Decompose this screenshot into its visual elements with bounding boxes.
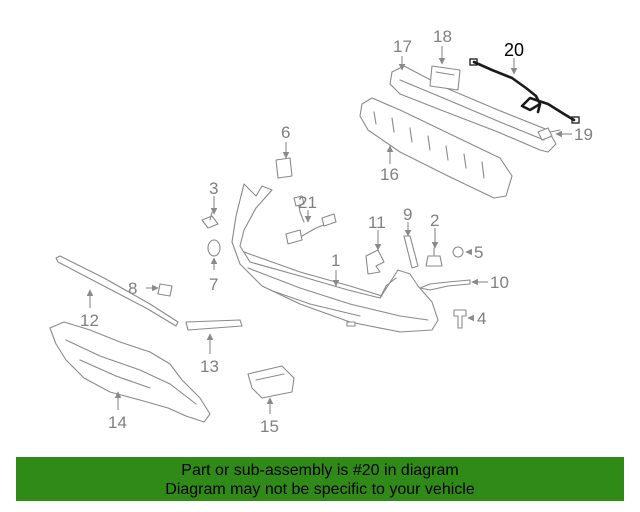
- grommet-5[interactable]: [452, 246, 464, 258]
- trim-strip-13[interactable]: [185, 319, 243, 331]
- footer-line-2: Diagram may not be specific to your vehi…: [165, 481, 475, 498]
- wiring-harness-20[interactable]: [469, 58, 580, 124]
- undershield-14[interactable]: [49, 321, 211, 423]
- callout-18: 18: [433, 27, 452, 46]
- grommet-7[interactable]: [207, 239, 221, 257]
- clip-8[interactable]: [157, 283, 173, 297]
- bracket-15[interactable]: [247, 365, 295, 399]
- sensor-21[interactable]: [285, 195, 337, 245]
- callout-10: 10: [490, 273, 509, 292]
- callout-5: 5: [474, 243, 483, 262]
- callout-13: 13: [200, 357, 219, 376]
- callout-15: 15: [260, 417, 279, 436]
- callout-8: 8: [128, 279, 137, 298]
- footer-line-1: Part or sub-assembly is #20 in diagram: [181, 462, 459, 479]
- callout-9: 9: [403, 205, 412, 224]
- callout-14: 14: [108, 413, 127, 432]
- callout-3: 3: [209, 179, 218, 198]
- callout-11: 11: [368, 213, 386, 232]
- energy-absorber-16[interactable]: [359, 97, 513, 199]
- callout-19: 19: [574, 125, 593, 144]
- callout-4: 4: [477, 309, 486, 328]
- callout-7: 7: [209, 275, 218, 294]
- callout-20: 20: [504, 40, 524, 60]
- callout-17: 17: [393, 37, 412, 56]
- leader-lines: [86, 46, 572, 414]
- screw-4[interactable]: [453, 309, 467, 329]
- bumper-cover-1[interactable]: [231, 183, 439, 333]
- callout-21: 21: [298, 193, 317, 212]
- clip-2[interactable]: [425, 247, 443, 267]
- callout-2: 2: [430, 211, 439, 230]
- bracket-6[interactable]: [275, 157, 293, 179]
- callout-1: 1: [331, 251, 340, 270]
- bolt-19[interactable]: [537, 127, 561, 141]
- callout-16: 16: [380, 165, 399, 184]
- footer-banner: Part or sub-assembly is #20 in diagram D…: [16, 457, 624, 501]
- bolt-3[interactable]: [201, 211, 219, 229]
- parts-diagram: 17 18 20 19 16 6 3 21 11 9 2 5 10 4 1 7 …: [49, 27, 593, 436]
- molding-strip-12[interactable]: [55, 255, 179, 327]
- molding-9[interactable]: [403, 235, 419, 269]
- bracket-18[interactable]: [429, 65, 461, 91]
- trim-strip-10[interactable]: [419, 279, 471, 291]
- bracket-11[interactable]: [365, 249, 385, 275]
- callout-6: 6: [281, 123, 290, 142]
- callout-12: 12: [80, 311, 99, 330]
